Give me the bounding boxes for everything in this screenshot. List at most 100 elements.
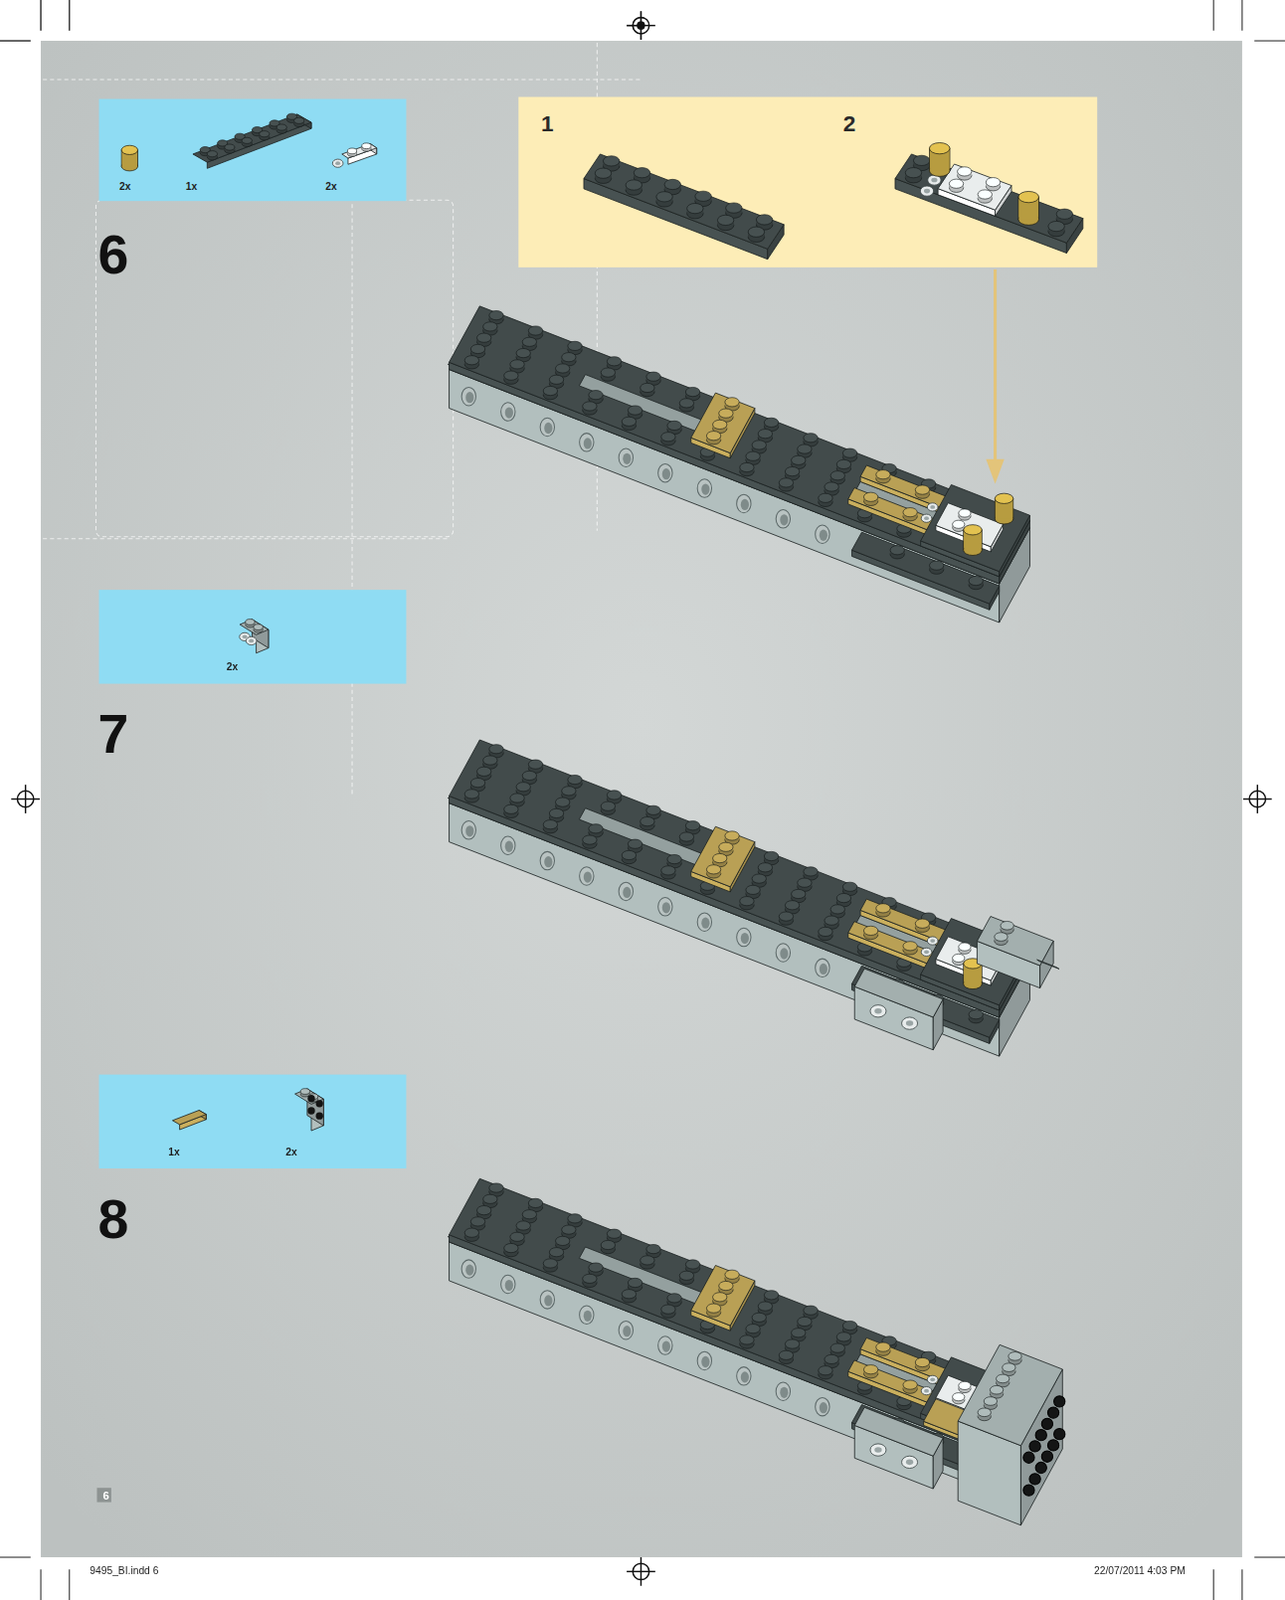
side-stud: [316, 1100, 324, 1107]
brick-face: [854, 968, 943, 1018]
part-count: 2x: [285, 1145, 297, 1157]
technic-hole: [501, 1275, 516, 1293]
stud-top: [1002, 1363, 1016, 1373]
stud-top: [489, 310, 504, 320]
step-number: 8: [98, 1186, 130, 1251]
part-count: 2x: [226, 661, 238, 673]
drawing-part: [993, 269, 997, 462]
part-count: 1x: [185, 181, 197, 192]
technic-hole-inner: [779, 947, 788, 959]
side-stud: [1041, 1418, 1053, 1430]
stud-top: [797, 878, 812, 888]
stud-top: [1008, 1352, 1022, 1362]
stud-top: [549, 808, 563, 818]
stud-top: [977, 189, 992, 199]
stud-top: [464, 1228, 479, 1238]
drawing-part: [640, 1557, 642, 1587]
stud-top: [745, 885, 760, 895]
stud-top: [876, 904, 891, 914]
stud-top: [600, 367, 615, 377]
technic-hole: [618, 882, 633, 901]
brick-face: [957, 1344, 1063, 1446]
stud-top: [464, 356, 479, 366]
brick-face: [578, 808, 704, 866]
stud-top: [661, 1304, 676, 1314]
technic-hole-inner: [740, 499, 749, 511]
stud-top: [567, 774, 582, 784]
brick-face: [691, 826, 755, 888]
stud-top: [561, 353, 576, 363]
stud-top: [739, 1335, 754, 1345]
stud-top: [602, 156, 619, 167]
stud-top: [968, 575, 983, 585]
stud-top: [640, 1256, 655, 1266]
stud-top: [757, 1301, 772, 1311]
parts-illustration: [99, 99, 407, 202]
stud-top: [830, 905, 845, 915]
stud-top: [627, 839, 642, 849]
stud-top: [504, 370, 519, 380]
stud-top: [300, 1089, 310, 1096]
stud-top: [621, 1289, 636, 1299]
guide-lines: [0, 0, 644, 796]
stud-top: [477, 766, 492, 776]
technic-hole: [658, 898, 673, 917]
file-slug: 9495_BI.indd 6: [89, 1565, 159, 1577]
stud-top: [543, 1259, 557, 1269]
stud-top: [522, 337, 537, 347]
parts: [121, 113, 377, 172]
side-stud: [1041, 1451, 1053, 1463]
stud-top: [549, 1248, 563, 1258]
stud-top: [477, 333, 492, 343]
technic-hole-inner: [544, 1294, 552, 1306]
stud-top: [664, 179, 681, 189]
stud-top: [224, 144, 235, 151]
stud-top: [555, 364, 570, 373]
technic-hole-inner: [505, 1280, 514, 1291]
round-brick-top: [963, 525, 982, 536]
drawing-part: [1254, 1556, 1285, 1558]
brick-face: [449, 803, 1000, 1058]
drawing-part: [0, 538, 450, 540]
stud-top: [747, 226, 764, 237]
stud-top: [1048, 220, 1065, 231]
registration-marks: [10, 10, 1272, 1586]
clip-hole: [923, 950, 929, 955]
technic-hole-inner: [779, 514, 788, 526]
stud-top: [763, 417, 778, 427]
drawing-part: [1213, 1569, 1215, 1600]
technic-hole: [579, 433, 594, 452]
stud-top: [1056, 208, 1073, 219]
technic-hole: [579, 867, 594, 886]
stud-top: [522, 770, 537, 780]
stud-top: [913, 155, 929, 166]
stud-top: [549, 374, 563, 384]
technic-hole-inner: [740, 932, 749, 944]
technic-hole: [501, 402, 516, 421]
stud-top: [588, 824, 603, 834]
stud-top: [719, 1281, 734, 1290]
stud-top: [830, 1343, 845, 1353]
technic-hole: [775, 943, 790, 962]
stud-top: [915, 918, 929, 928]
model-illustrations: [447, 306, 1066, 1526]
technic-hole-inner: [701, 1356, 710, 1368]
step-number: 6: [98, 222, 130, 287]
stud-top: [679, 1271, 694, 1281]
stud-top: [818, 493, 833, 503]
parts-illustration: [99, 1075, 407, 1169]
stud-top: [719, 408, 734, 418]
side-stud: [1023, 1452, 1035, 1464]
stud-top: [751, 874, 766, 884]
stud-top: [797, 1316, 812, 1326]
stud-top: [504, 804, 519, 814]
clip: [245, 636, 257, 645]
page-ground: [40, 40, 1243, 1558]
stud-top: [679, 398, 694, 408]
technic-hole: [461, 386, 476, 405]
technic-hole: [618, 1320, 633, 1339]
stud-top: [276, 124, 287, 131]
stud-top: [259, 131, 270, 138]
stud-top: [968, 1010, 983, 1020]
round-brick-top: [994, 493, 1013, 504]
